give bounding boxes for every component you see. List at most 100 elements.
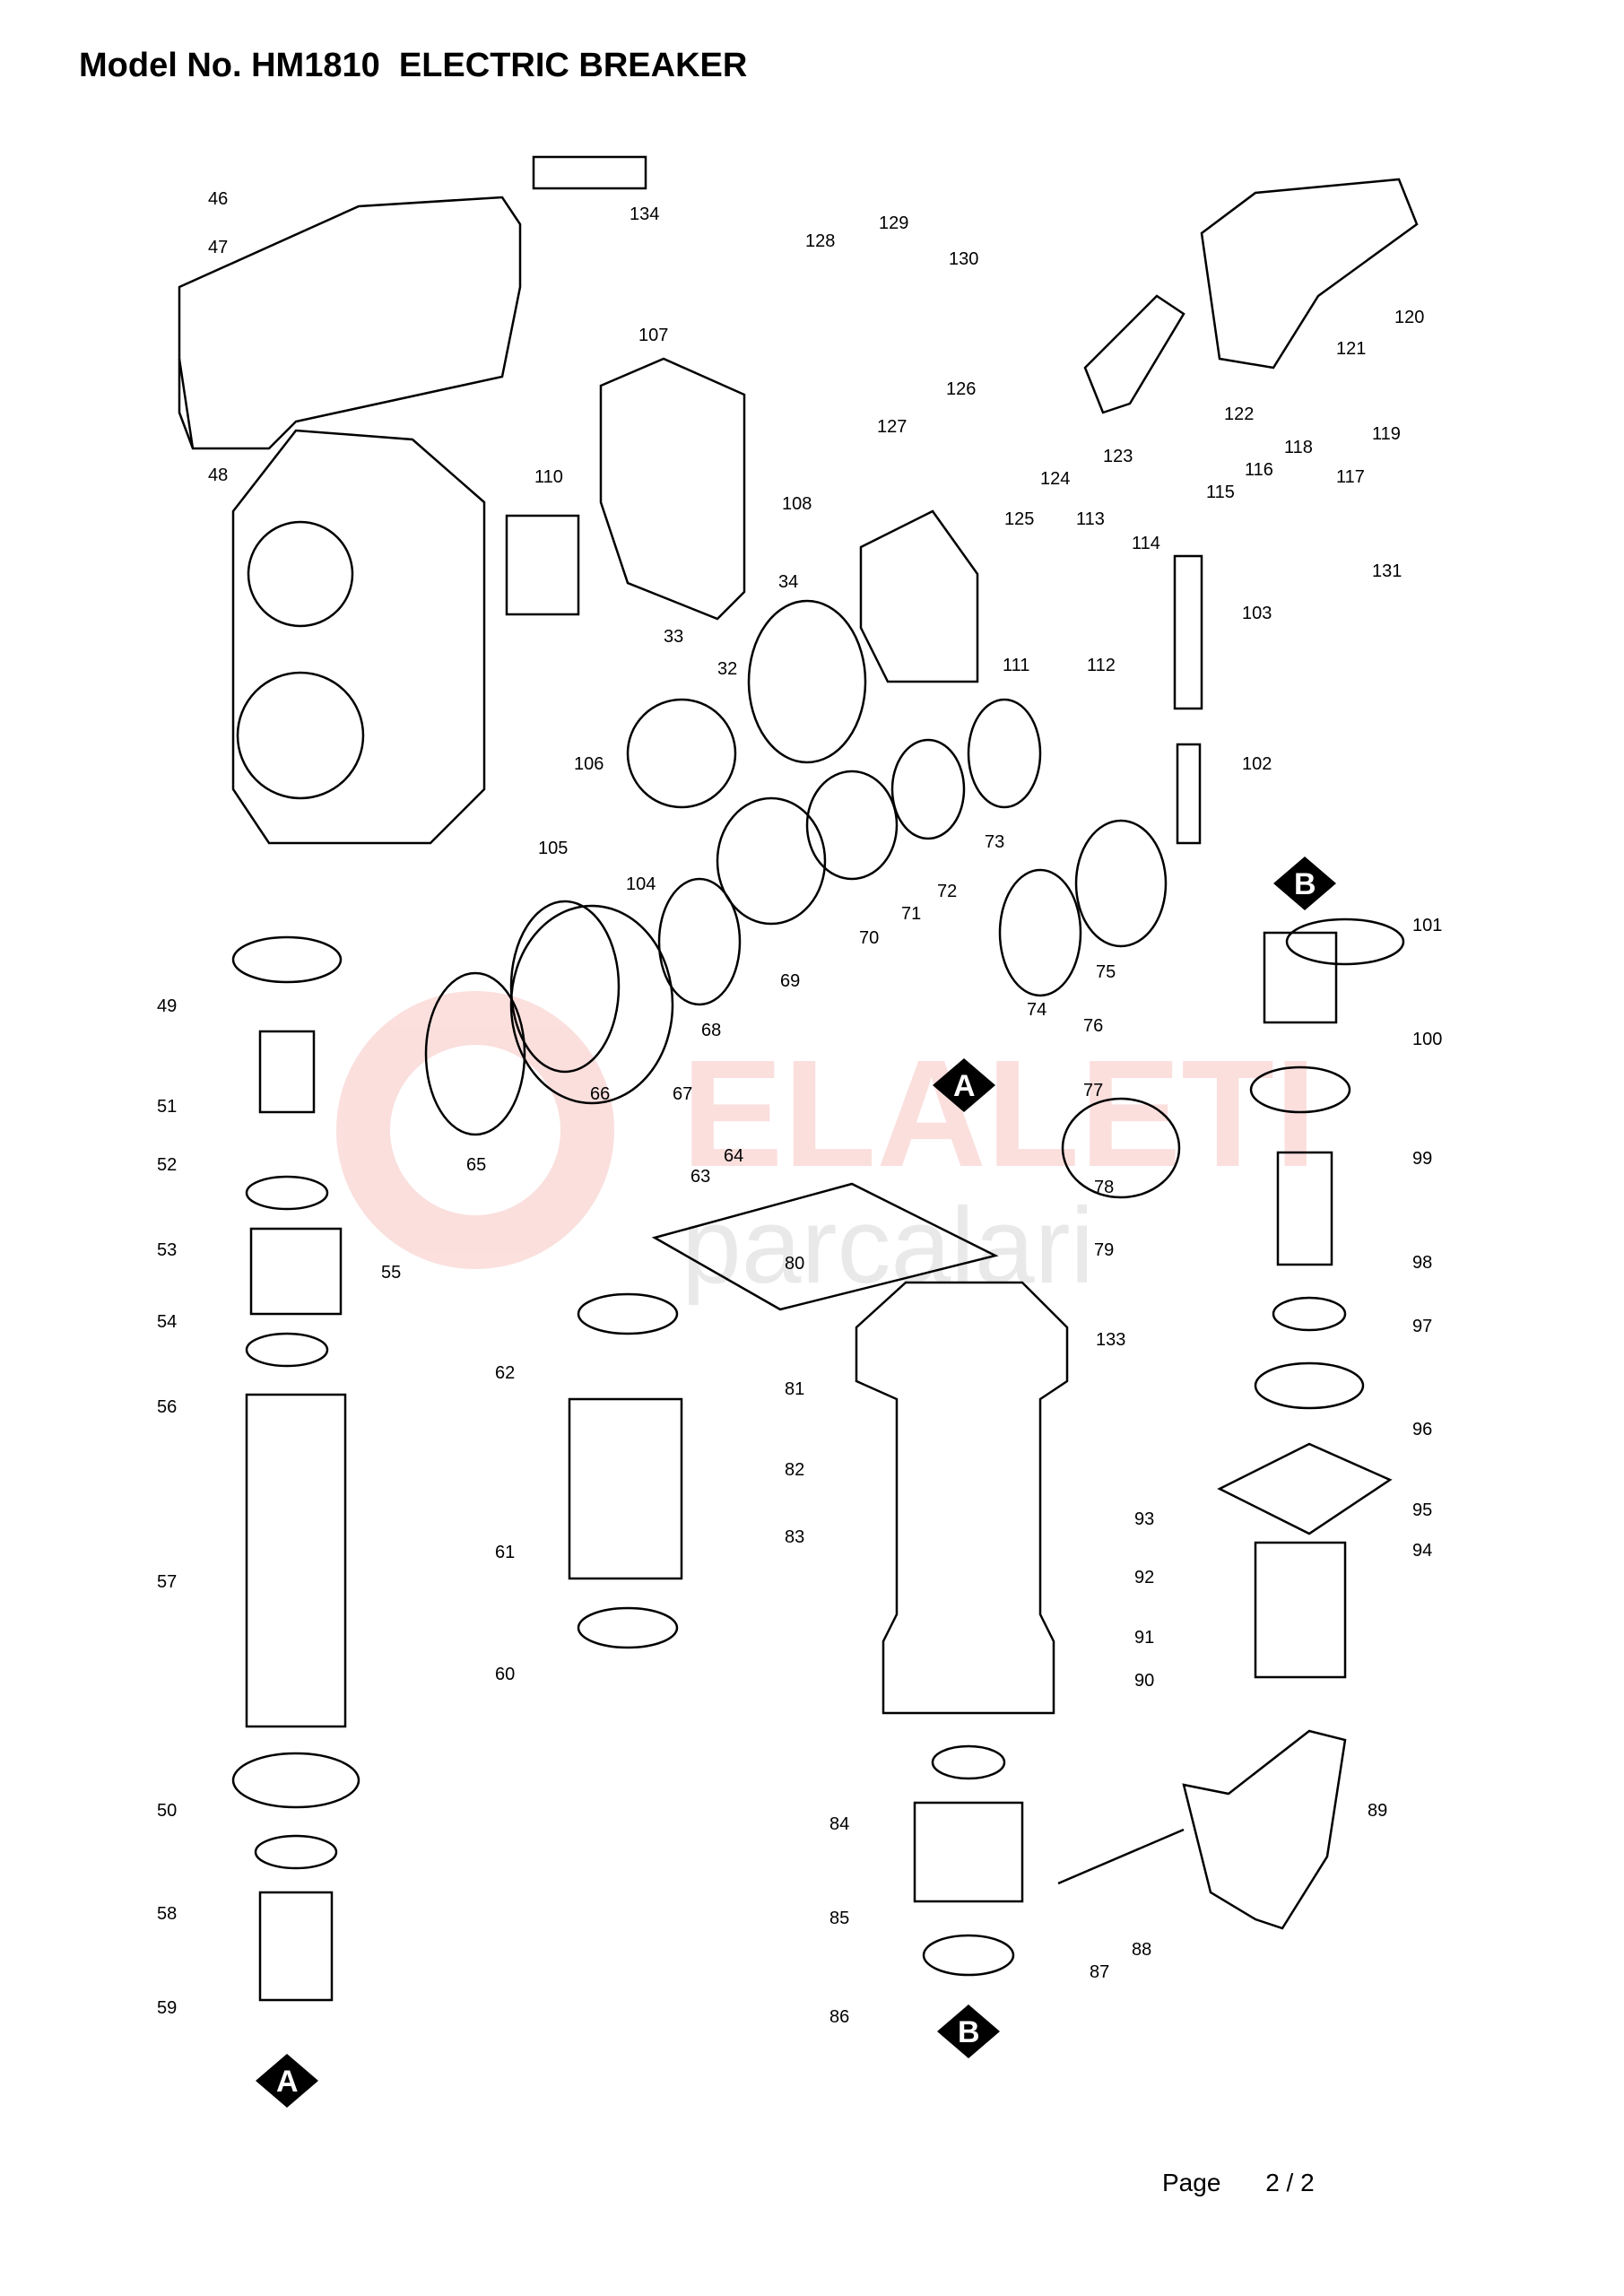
barrel-81 <box>855 1281 1069 1715</box>
page-title: Model No. HM1810 ELECTRIC BREAKER <box>79 47 748 84</box>
ref-marker-A-top-label: A <box>953 1069 976 1103</box>
handle-frame-107 <box>599 357 746 621</box>
callout-55: 55 <box>381 1263 401 1283</box>
ref-marker-B-bottom: B <box>937 2005 1000 2058</box>
callout-77: 77 <box>1083 1081 1103 1100</box>
callout-130: 130 <box>949 249 978 269</box>
callout-61: 61 <box>495 1543 515 1562</box>
callout-102: 102 <box>1242 754 1272 774</box>
callout-134: 134 <box>630 204 659 224</box>
callout-112: 112 <box>1087 656 1116 675</box>
callout-63: 63 <box>690 1167 710 1187</box>
callout-115: 115 <box>1206 483 1235 502</box>
callout-101: 101 <box>1412 916 1442 935</box>
callout-96: 96 <box>1412 1420 1432 1439</box>
label-134 <box>532 155 647 190</box>
callout-51: 51 <box>157 1097 177 1117</box>
callout-104: 104 <box>626 874 656 894</box>
callout-105: 105 <box>538 839 568 858</box>
callout-66: 66 <box>590 1084 610 1104</box>
callout-119: 119 <box>1372 424 1401 444</box>
callout-117: 117 <box>1336 467 1365 487</box>
callout-91: 91 <box>1134 1628 1154 1648</box>
callout-47: 47 <box>208 238 228 257</box>
side-handle-89 <box>1182 1729 1347 1930</box>
callout-79: 79 <box>1094 1240 1114 1260</box>
callout-97: 97 <box>1412 1317 1432 1336</box>
callout-131: 131 <box>1372 561 1402 581</box>
callout-98: 98 <box>1412 1253 1432 1273</box>
callout-73: 73 <box>985 832 1004 852</box>
callout-70: 70 <box>859 928 879 948</box>
callout-116: 116 <box>1245 460 1273 480</box>
callout-99: 99 <box>1412 1149 1432 1169</box>
callout-48: 48 <box>208 465 228 485</box>
callout-94: 94 <box>1412 1541 1432 1561</box>
page-number: 2 / 2 <box>1265 2169 1315 2196</box>
callout-113: 113 <box>1076 509 1105 529</box>
callout-54: 54 <box>157 1312 177 1332</box>
callout-46: 46 <box>208 189 228 209</box>
callout-110: 110 <box>534 467 563 487</box>
callout-93: 93 <box>1134 1509 1154 1529</box>
callout-127: 127 <box>877 417 907 437</box>
callout-32: 32 <box>717 659 737 679</box>
callout-120: 120 <box>1394 308 1424 327</box>
callout-82: 82 <box>785 1460 804 1480</box>
callout-87: 87 <box>1090 1962 1109 1982</box>
callout-103: 103 <box>1242 604 1272 623</box>
callout-64: 64 <box>724 1146 743 1166</box>
callout-129: 129 <box>879 213 908 233</box>
callout-133: 133 <box>1096 1330 1125 1350</box>
callout-84: 84 <box>829 1814 849 1834</box>
callout-68: 68 <box>701 1021 721 1040</box>
ref-marker-A-bottom: A <box>256 2054 318 2108</box>
callout-62: 62 <box>495 1363 515 1383</box>
callout-107: 107 <box>638 326 668 345</box>
callout-88: 88 <box>1132 1940 1151 1960</box>
callout-85: 85 <box>829 1909 849 1928</box>
callout-76: 76 <box>1083 1016 1103 1036</box>
callout-65: 65 <box>466 1155 486 1175</box>
callout-52: 52 <box>157 1155 177 1175</box>
callout-60: 60 <box>495 1665 515 1684</box>
ref-marker-A-top: A <box>933 1058 995 1112</box>
callout-126: 126 <box>946 379 976 399</box>
callout-71: 71 <box>901 904 921 924</box>
callout-122: 122 <box>1224 404 1254 424</box>
motor-body <box>231 429 486 845</box>
housing-cover-48 <box>178 196 522 450</box>
callout-75: 75 <box>1096 962 1116 982</box>
callout-59: 59 <box>157 1998 177 2018</box>
watermark-brand: ELALETI <box>682 1029 1316 1199</box>
callout-72: 72 <box>937 882 957 901</box>
callout-128: 128 <box>805 231 835 251</box>
callout-58: 58 <box>157 1904 177 1924</box>
callout-108: 108 <box>782 494 812 514</box>
callout-124: 124 <box>1040 469 1070 489</box>
callout-80: 80 <box>785 1254 804 1274</box>
callout-111: 111 <box>1003 656 1029 675</box>
callout-95: 95 <box>1412 1500 1432 1520</box>
callout-83: 83 <box>785 1527 804 1547</box>
callout-53: 53 <box>157 1240 177 1260</box>
callout-100: 100 <box>1412 1030 1442 1049</box>
callout-118: 118 <box>1284 438 1313 457</box>
callout-33: 33 <box>664 627 683 647</box>
callout-67: 67 <box>673 1084 692 1104</box>
callout-56: 56 <box>157 1397 177 1417</box>
page-label: Page <box>1162 2169 1221 2196</box>
watermark: ELALETI parcalari <box>336 991 1316 1306</box>
ref-marker-B-top-label: B <box>1294 867 1316 901</box>
callout-81: 81 <box>785 1379 804 1399</box>
page-footer: Page 2 / 2 <box>1162 2169 1315 2197</box>
callout-89: 89 <box>1368 1801 1387 1821</box>
callout-49: 49 <box>157 996 177 1016</box>
callout-86: 86 <box>829 2007 849 2027</box>
callout-106: 106 <box>574 754 604 774</box>
callout-92: 92 <box>1134 1568 1154 1587</box>
part-drawings <box>178 155 1419 2002</box>
ref-marker-A-bottom-label: A <box>276 2065 299 2099</box>
